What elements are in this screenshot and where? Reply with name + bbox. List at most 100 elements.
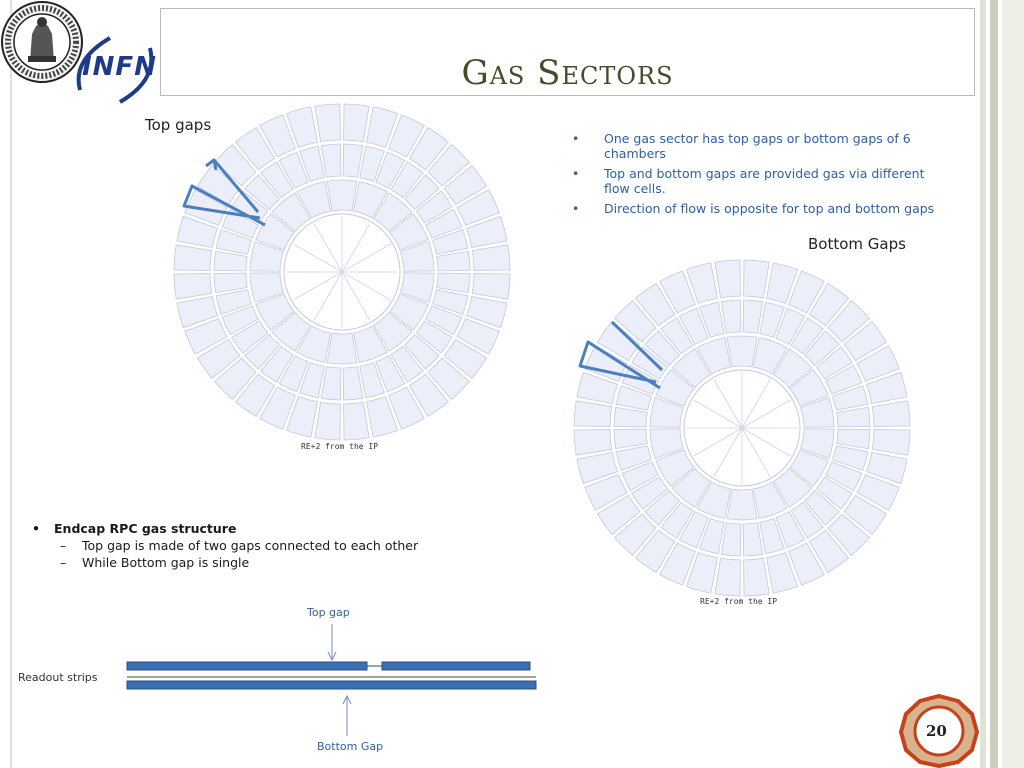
chamber-segment [375, 355, 406, 393]
chamber-segment [326, 179, 358, 212]
infn-logo-icon [76, 36, 154, 104]
chamber-segment [621, 461, 659, 492]
hub-spoke [313, 223, 343, 273]
chamber-segment [326, 332, 358, 365]
chamber-segment [173, 244, 213, 271]
chamber-segment [573, 429, 613, 456]
chamber-segment [753, 481, 788, 519]
chamber-segment [699, 518, 725, 555]
chamber-segment [644, 490, 680, 526]
hub-spoke [713, 427, 743, 477]
chamber-segment [788, 270, 825, 314]
chamber-segment [255, 293, 295, 331]
chamber-segment [614, 300, 657, 343]
chamber-segment [743, 259, 770, 299]
chamber-segment [443, 165, 488, 206]
chamber-segment [759, 301, 785, 338]
chamber-segment [184, 189, 228, 226]
flow-arrows-top [182, 158, 266, 227]
endcap-structure-list: •Endcap RPC gas structure –Top gap is ma… [32, 521, 452, 570]
chamber-segment [443, 338, 488, 379]
hub-spoke [741, 379, 771, 429]
bottom-gaps-label: Bottom Gaps [808, 235, 906, 253]
chamber-segment [644, 330, 680, 366]
chamber-segment [215, 229, 252, 255]
chamber-segment [678, 511, 709, 549]
chamber-segment [576, 371, 618, 404]
chamber-segment [404, 174, 440, 210]
chamber-segment [415, 190, 453, 224]
chamber-segment [788, 542, 825, 586]
gap-structure-diagram [126, 624, 537, 736]
chamber-segment [815, 476, 853, 510]
chamber-segment [173, 273, 213, 300]
chamber-segment [235, 126, 276, 171]
chamber-segment [471, 273, 511, 300]
chamber-segment [773, 467, 813, 508]
chamber-segment [436, 272, 471, 294]
bullet-item: •Direction of flow is opposite for top a… [572, 201, 935, 216]
chamber-segment [213, 272, 248, 294]
chamber-segment [615, 445, 652, 471]
chamber-segment [249, 272, 284, 303]
right-border-bars [980, 0, 1024, 768]
chamber-segment [635, 529, 676, 574]
top-gaps-label: Top gaps [145, 116, 212, 134]
hub-spoke [713, 379, 743, 429]
page-number-badge-icon [898, 694, 980, 768]
chamber-segment [790, 501, 824, 539]
chamber-segment [856, 474, 900, 511]
chamber-segment [866, 452, 908, 485]
endcap-heading: •Endcap RPC gas structure [32, 521, 237, 536]
hub-spoke [741, 427, 771, 477]
chamber-segment [432, 289, 469, 315]
chamber-segment [388, 386, 425, 430]
chamber-segment [388, 114, 425, 158]
chamber-segment [342, 143, 364, 178]
chamber-segment [649, 428, 684, 459]
endcap-item: –While Bottom gap is single [60, 555, 250, 570]
chamber-segment [660, 501, 694, 539]
chamber-segment [671, 467, 711, 508]
chamber-segment [278, 355, 309, 393]
chamber-segment [832, 385, 869, 411]
chamber-segment [299, 362, 325, 399]
chamber-segment [296, 181, 331, 219]
chamber-segment [215, 289, 252, 315]
chamber-segment [699, 301, 725, 338]
chamber-segment [221, 208, 259, 239]
hub-spoke [341, 223, 371, 273]
chamber-segment [678, 307, 709, 345]
chamber-segment [742, 522, 764, 557]
chamber-segment [759, 518, 785, 555]
readout-strips-label: Readout strips [18, 671, 98, 684]
chamber-segment [299, 145, 325, 182]
chamber-segment [213, 250, 248, 272]
chamber-segment [342, 366, 364, 401]
chamber-segment [373, 192, 413, 233]
chamber-segment [425, 208, 463, 239]
chamber-segment [614, 513, 657, 556]
chamber-segment [815, 346, 853, 380]
chamber-segment [576, 452, 618, 485]
chamber-segment [196, 338, 241, 379]
chamber-segment [766, 552, 799, 594]
chamber-segment [404, 334, 440, 370]
chamber-segment [631, 346, 669, 380]
chamber-segment [408, 373, 449, 418]
chamber-segment [184, 318, 228, 355]
chamber-segment [214, 144, 257, 187]
bottom-gap-label: Bottom Gap [317, 740, 384, 753]
chamber-segment [176, 296, 218, 329]
chamber-segment [296, 325, 331, 363]
chamber-segment [615, 385, 652, 411]
top-gaps-wheel-diagram [173, 103, 511, 441]
chamber-segment [353, 325, 388, 363]
chamber-segment [573, 400, 613, 427]
chamber-segment [804, 490, 840, 526]
bullet-dot-icon: • [32, 521, 40, 536]
chamber-segment [843, 494, 888, 535]
chamber-segment [866, 371, 908, 404]
chamber-segment [613, 406, 648, 428]
chamber-segment [596, 494, 641, 535]
